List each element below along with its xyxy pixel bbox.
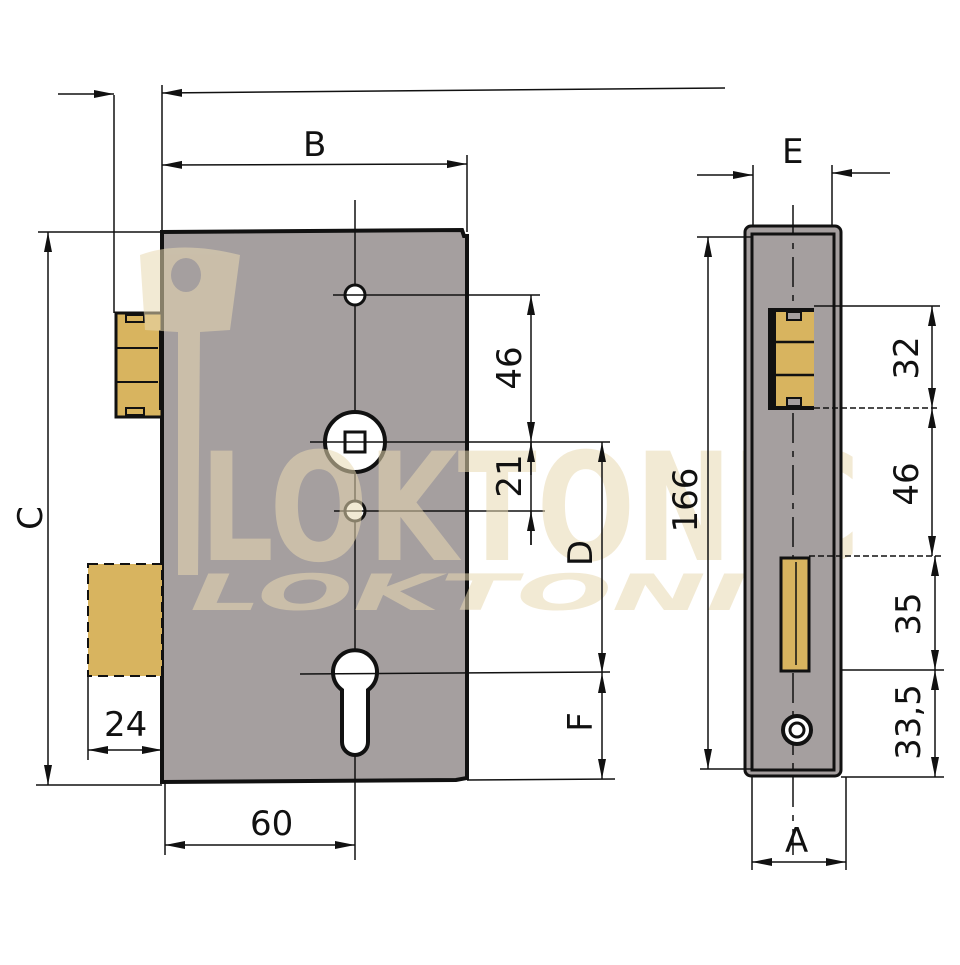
side-latch	[768, 308, 814, 410]
label-a: A	[785, 821, 808, 861]
side-dimensions	[697, 165, 944, 870]
label-d: D	[561, 540, 601, 566]
side-screw	[781, 714, 813, 746]
dim-46-front: 46	[490, 346, 530, 389]
front-view	[87, 200, 611, 860]
front-dimensions	[36, 85, 726, 855]
dim-32: 32	[887, 336, 927, 379]
lower-fixing-hole	[334, 499, 545, 523]
label-c: C	[11, 506, 51, 530]
dim-21: 21	[490, 454, 530, 497]
lock-body	[160, 227, 469, 785]
side-deadbolt	[779, 556, 811, 673]
follower-spindle	[310, 410, 610, 474]
latch-bolt	[114, 311, 164, 419]
label-b: B	[303, 125, 326, 165]
dim-33-5: 33,5	[889, 684, 929, 760]
euro-cylinder-cutout	[299, 648, 611, 757]
label-e: E	[782, 132, 803, 172]
watermark-subtext: LOKTONIC	[190, 564, 831, 622]
top-fixing-hole	[333, 283, 540, 307]
dim-166: 166	[666, 468, 706, 533]
dim-46-side: 46	[887, 462, 927, 505]
dim-35: 35	[889, 592, 929, 635]
deadbolt	[87, 563, 163, 677]
label-f: F	[561, 712, 601, 732]
key-watermark-icon	[140, 247, 240, 575]
side-view	[743, 205, 843, 855]
dim-60: 60	[250, 804, 293, 844]
dim-24: 24	[104, 705, 147, 745]
